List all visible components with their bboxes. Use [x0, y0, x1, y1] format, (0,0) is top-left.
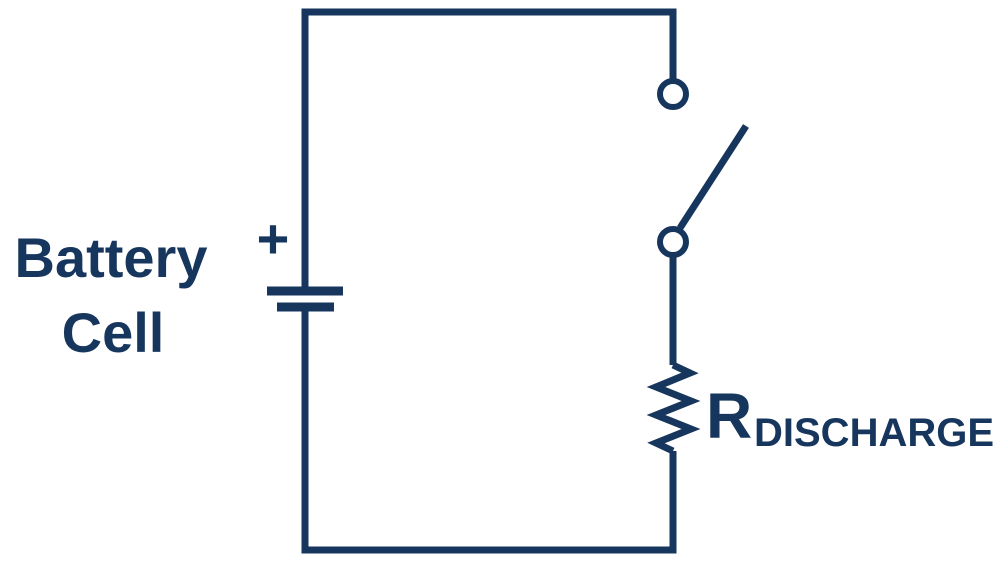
wire-resistor-to-battery [301, 307, 677, 554]
switch-contacts-group [657, 78, 689, 258]
switch-lever-icon [677, 124, 749, 230]
resistor-label: R [706, 380, 752, 452]
battery-polarity-plus: + [257, 207, 290, 270]
wire-battery-to-switch [301, 8, 677, 291]
switch-contact-bottom-icon [657, 226, 689, 258]
resistor-label-subscript: DISCHARGE [754, 411, 994, 455]
labels-group: Battery Cell + R DISCHARGE [15, 207, 995, 455]
switch-contact-top-icon [657, 78, 689, 110]
battery-label-line1: Battery [15, 226, 208, 289]
wire-group [267, 8, 749, 554]
battery-label-line2: Cell [62, 301, 165, 364]
resistor-zigzag-icon [646, 361, 701, 455]
